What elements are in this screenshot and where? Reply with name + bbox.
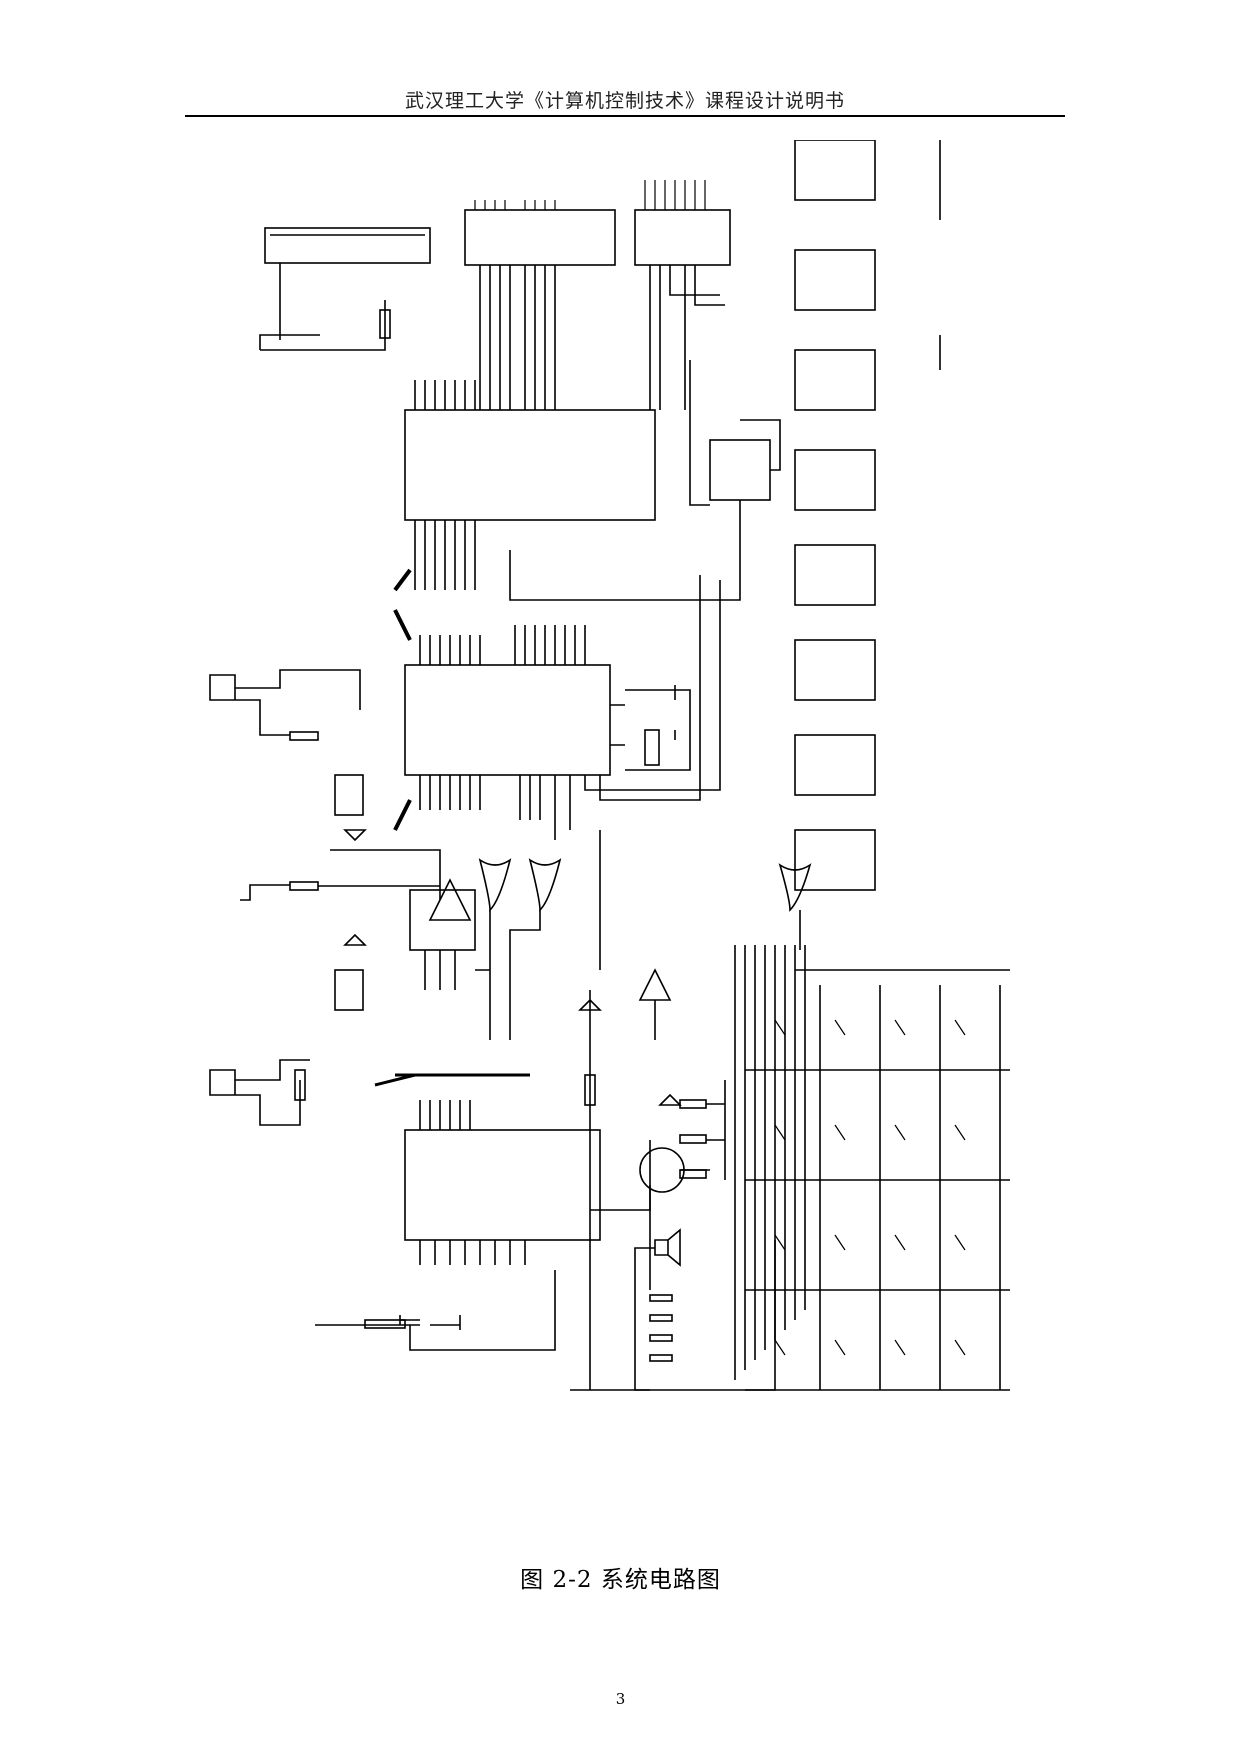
circuit-diagram [209,140,1010,1391]
header-rule [185,115,1065,117]
transistor [639,1147,685,1193]
inverter-gate [428,878,472,921]
ic-mcu [404,664,611,776]
ic-top-left [464,209,616,266]
connector-block [264,227,431,264]
page-header: 武汉理工大学《计算机控制技术》课程设计说明书 [404,90,845,112]
optocoupler-top [334,774,364,816]
ic-adc [404,1129,601,1241]
seven-seg-display-column [794,140,876,891]
optocoupler-bottom [334,969,364,1011]
crystal [644,729,660,766]
speaker [654,1228,681,1267]
page-number: 3 [615,1690,626,1708]
ic-top-right [634,209,731,266]
ic-comparator [409,889,476,951]
figure-caption: 图 2-2 系统电路图 [520,1567,721,1593]
ic-memory [404,409,656,521]
ic-flipflop [709,439,771,501]
